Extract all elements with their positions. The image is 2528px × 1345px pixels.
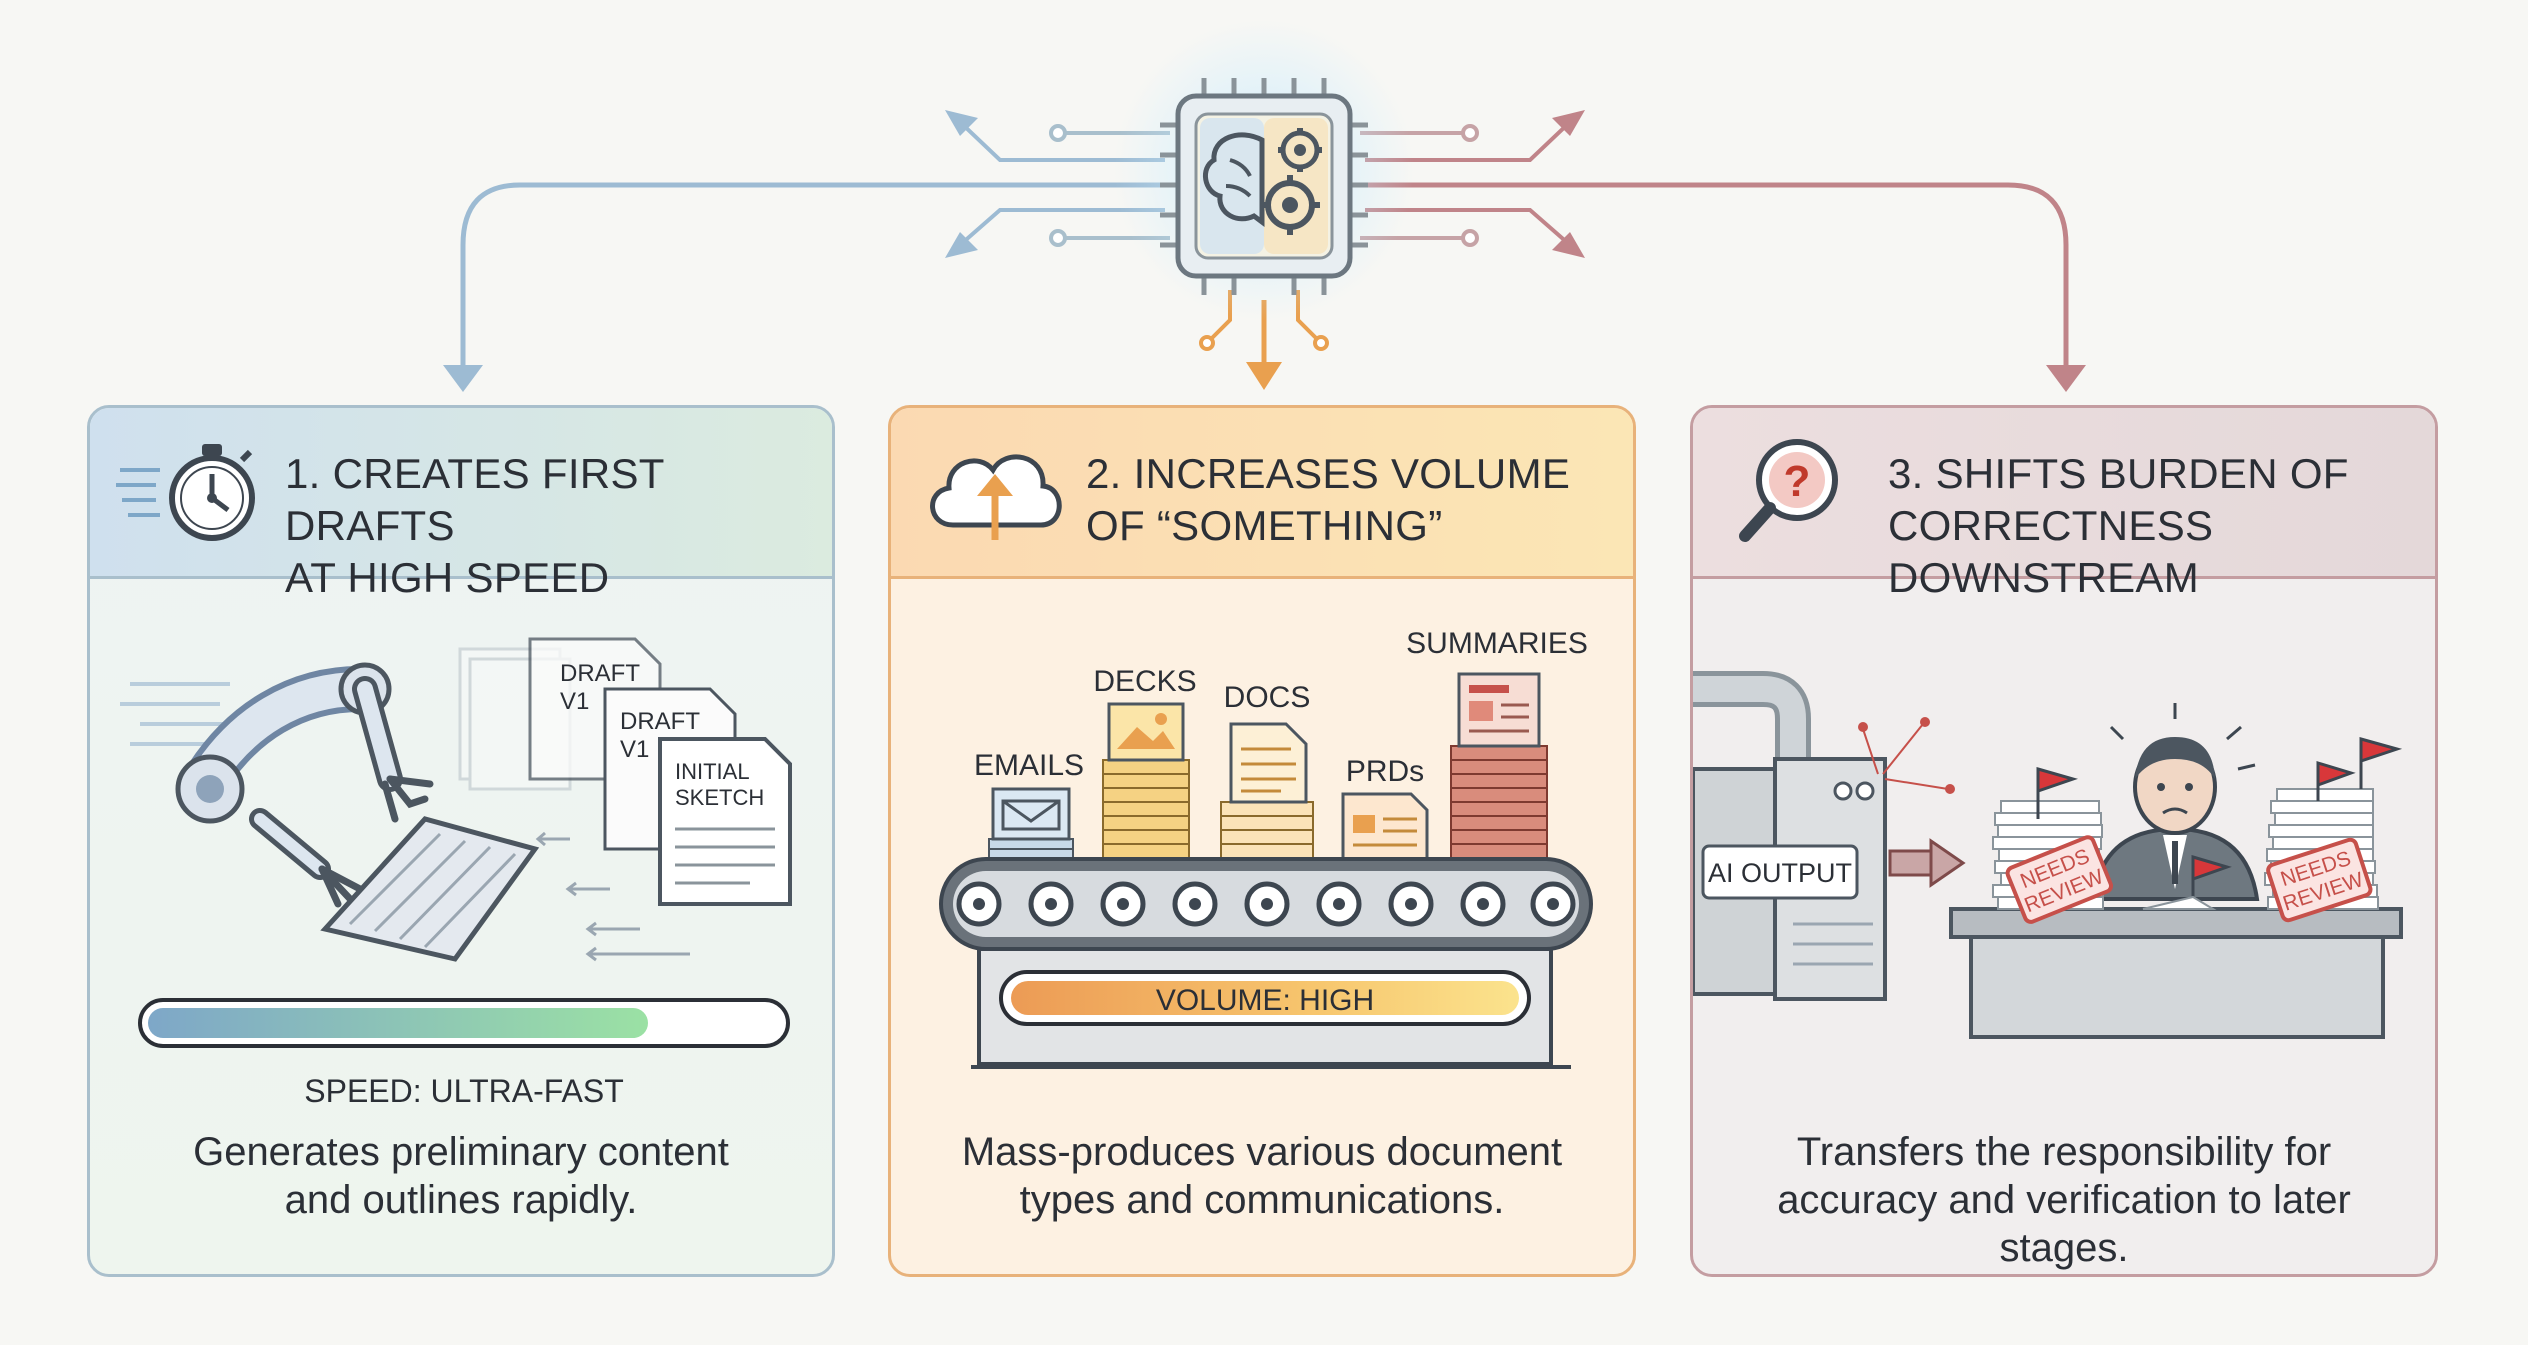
flow-line-left xyxy=(460,182,1180,365)
doc-type-docs: DOCS xyxy=(1224,681,1311,714)
svg-text:?: ? xyxy=(1784,457,1811,506)
prds-stack xyxy=(1341,792,1429,861)
robot-typing-illustration: DRAFT V1 DRAFT V1 INITIAL SKETCH xyxy=(120,637,792,1109)
ai-output-machine: AI OUTPUT xyxy=(1693,671,1955,1001)
desk xyxy=(1949,907,2403,1039)
speed-gauge-label: SPEED: ULTRA-FAST xyxy=(304,1073,623,1109)
doc-type-emails: EMAILS xyxy=(974,749,1084,782)
sketch-label: INITIAL xyxy=(675,759,750,784)
ray-arrows xyxy=(945,110,1585,351)
panel-caption: Mass-produces various document types and… xyxy=(911,1128,1613,1224)
flow-line-right xyxy=(1350,182,2069,365)
caption-line-1: Generates preliminary content xyxy=(193,1130,729,1174)
worried-reviewer xyxy=(2090,703,2260,901)
emails-stack xyxy=(988,787,1074,860)
panel-header: 1. CREATES FIRST DRAFTS AT HIGH SPEED xyxy=(90,408,832,601)
panel-shifts-burden: ? 3. SHIFTS BURDEN OF CORRECTNESS DOWNST… xyxy=(1690,405,2438,1277)
ai-chip-brain-gear-icon xyxy=(1114,20,1414,320)
speed-gauge-fill xyxy=(148,1008,648,1038)
panel-header: 2. INCREASES VOLUME OF “SOMETHING” xyxy=(891,408,1633,579)
needs-review-stamp: NEEDS REVIEW xyxy=(2266,837,2373,923)
stopwatch-icon xyxy=(116,444,255,541)
conveyor-belt-illustration: EMAILS DECKS DOCS PRDs SUMMARIES xyxy=(939,627,1593,1069)
panel-title: 1. CREATES FIRST DRAFTS AT HIGH SPEED xyxy=(285,448,815,604)
magnifier-question-icon: ? xyxy=(1739,439,1838,542)
arrow-head-right xyxy=(2046,365,2086,392)
draft-version: V1 xyxy=(620,736,649,763)
volume-gauge: VOLUME: HIGH xyxy=(999,970,1531,1026)
doc-type-summaries: SUMMARIES xyxy=(1406,627,1588,660)
summaries-stack xyxy=(1450,672,1548,859)
robot-arm xyxy=(175,662,434,908)
panel-title-line-2: CORRECTNESS DOWNSTREAM xyxy=(1888,502,2214,601)
caption-line-2: and outlines rapidly. xyxy=(284,1178,638,1222)
conveyor-belt xyxy=(939,857,1593,1069)
docs-stack xyxy=(1220,722,1314,859)
doc-type-decks: DECKS xyxy=(1093,665,1196,698)
draft-label: DRAFT xyxy=(560,660,640,687)
panel-title-line-2: AT HIGH SPEED xyxy=(285,554,610,601)
panel-title-line-1: 1. CREATES FIRST DRAFTS xyxy=(285,450,664,549)
caption-line-2: accuracy and verification to later stage… xyxy=(1777,1178,2351,1270)
panel-caption: Transfers the responsibility for accurac… xyxy=(1713,1128,2415,1272)
panel-header: ? 3. SHIFTS BURDEN OF CORRECTNESS DOWNST… xyxy=(1693,408,2435,601)
volume-gauge-label: VOLUME: HIGH xyxy=(1156,984,1374,1017)
cloud-upload-icon xyxy=(930,454,1062,540)
draft-label: DRAFT xyxy=(620,708,700,735)
arrow-head-left xyxy=(443,365,483,392)
panel-increases-volume: 2. INCREASES VOLUME OF “SOMETHING” EMAIL… xyxy=(888,405,1636,1277)
caption-line-1: Mass-produces various document xyxy=(961,1130,1563,1174)
review-desk-illustration: AI OUTPUT xyxy=(1693,671,2403,1039)
handoff-arrow xyxy=(1888,838,1966,888)
panel-title-line-2: OF “SOMETHING” xyxy=(1086,502,1443,549)
draft-version: V1 xyxy=(560,688,589,715)
panel-first-drafts: 1. CREATES FIRST DRAFTS AT HIGH SPEED xyxy=(87,405,835,1277)
panel-title: 3. SHIFTS BURDEN OF CORRECTNESS DOWNSTRE… xyxy=(1888,448,2418,604)
caption-line-1: Transfers the responsibility for xyxy=(1796,1130,2332,1174)
decks-stack xyxy=(1102,702,1190,859)
doc-type-prds: PRDs xyxy=(1346,755,1424,788)
draft-documents: DRAFT V1 DRAFT V1 INITIAL SKETCH xyxy=(458,637,792,962)
keyboard xyxy=(320,816,540,962)
panel-title-line-1: 2. INCREASES VOLUME xyxy=(1086,450,1571,497)
ai-output-label: AI OUTPUT xyxy=(1708,858,1852,888)
arrow-head-down xyxy=(1246,362,1282,390)
sketch-label: SKETCH xyxy=(675,785,764,810)
ai-hub-diagram xyxy=(443,20,2086,392)
red-flags xyxy=(2036,737,2403,910)
panel-title-line-1: 3. SHIFTS BURDEN OF xyxy=(1888,450,2349,497)
panel-title: 2. INCREASES VOLUME OF “SOMETHING” xyxy=(1086,448,1616,552)
panel-caption: Generates preliminary content and outlin… xyxy=(110,1128,812,1224)
caption-line-2: types and communications. xyxy=(1019,1178,1505,1222)
speed-gauge: SPEED: ULTRA-FAST xyxy=(138,998,790,1109)
